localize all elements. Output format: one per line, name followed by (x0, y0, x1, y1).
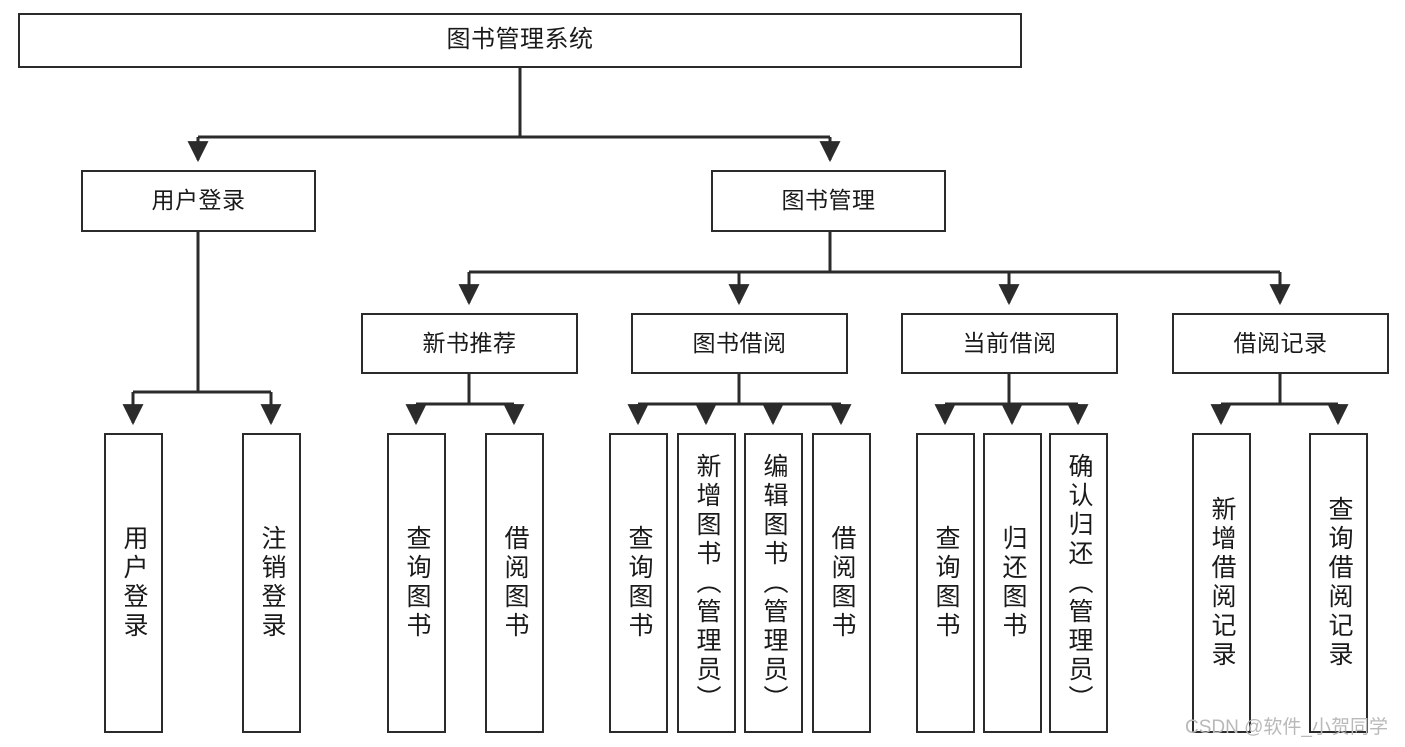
node-root-system[interactable]: 图书管理系统 (18, 13, 1022, 68)
leaf-record-add-record[interactable]: 新增借阅记录 (1192, 433, 1251, 733)
leaf-recommend-query-book[interactable]: 查询图书 (387, 433, 446, 733)
node-label: 当前借阅 (962, 329, 1057, 356)
node-borrow-record[interactable]: 借阅记录 (1172, 313, 1389, 374)
node-book-management[interactable]: 图书管理 (711, 170, 946, 232)
node-label: 借阅图书 (828, 525, 856, 641)
node-label: 查询借阅记录 (1325, 496, 1353, 670)
leaf-record-query-record[interactable]: 查询借阅记录 (1309, 433, 1368, 733)
leaf-user-login-login[interactable]: 用户登录 (104, 433, 163, 733)
leaf-current-query-book[interactable]: 查询图书 (916, 433, 975, 733)
node-label: 图书管理系统 (446, 26, 594, 54)
node-label: 归还图书 (999, 525, 1027, 641)
node-label: 新增借阅记录 (1208, 496, 1236, 670)
node-label: 用户登录 (151, 187, 246, 214)
node-label: 借阅图书 (501, 525, 529, 641)
node-label: 确认归还（管理员） (1065, 452, 1093, 714)
node-book-borrow[interactable]: 图书借阅 (631, 313, 848, 374)
node-label: 新书推荐 (422, 329, 517, 356)
node-label: 图书借阅 (692, 329, 787, 356)
node-label: 借阅记录 (1233, 329, 1328, 356)
leaf-borrow-add-book[interactable]: 新增图书（管理员） (677, 433, 736, 733)
node-new-book-recommend[interactable]: 新书推荐 (361, 313, 578, 374)
node-label: 用户登录 (120, 525, 148, 641)
node-label: 查询图书 (932, 525, 960, 641)
node-label: 编辑图书（管理员） (760, 452, 788, 714)
leaf-current-return-book[interactable]: 归还图书 (983, 433, 1042, 733)
csdn-watermark: CSDN @软件_小贺同学 (1185, 717, 1388, 738)
node-label: 注销登录 (258, 525, 286, 641)
node-label: 新增图书（管理员） (693, 452, 721, 714)
node-current-borrow[interactable]: 当前借阅 (901, 313, 1118, 374)
node-label: 图书管理 (781, 187, 876, 214)
leaf-recommend-borrow-book[interactable]: 借阅图书 (485, 433, 544, 733)
leaf-user-login-logout[interactable]: 注销登录 (242, 433, 301, 733)
leaf-borrow-borrow-book[interactable]: 借阅图书 (812, 433, 871, 733)
leaf-current-confirm-return[interactable]: 确认归还（管理员） (1049, 433, 1108, 733)
node-user-login[interactable]: 用户登录 (81, 170, 316, 232)
node-label: 查询图书 (403, 525, 431, 641)
leaf-borrow-query-book[interactable]: 查询图书 (609, 433, 668, 733)
leaf-borrow-edit-book[interactable]: 编辑图书（管理员） (744, 433, 803, 733)
node-label: 查询图书 (625, 525, 653, 641)
